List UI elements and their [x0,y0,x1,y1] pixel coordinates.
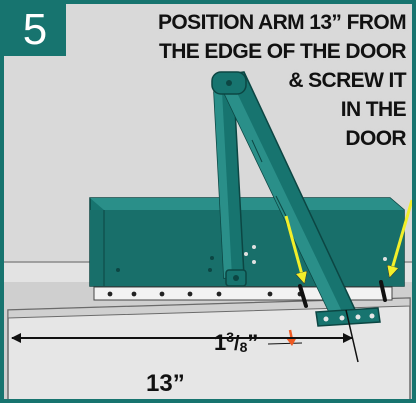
instruction-line-5: DOOR [345,127,406,150]
mounting-plate [93,286,393,301]
arm-distance-dimension [11,309,359,363]
instruction-line-1: POSITION ARM 13” FROM [158,11,407,34]
inset-denominator: 8 [239,339,248,355]
door-leaf [0,282,416,403]
step-number-badge: 5 [4,4,66,56]
instruction-text: POSITION ARM 13” FROM THE EDGE OF THE DO… [106,8,407,153]
screw-icon [298,280,387,308]
instruction-line-4: IN THE [340,98,407,121]
closer-main-arm [213,89,247,287]
arm-distance-label: 13” [146,370,185,397]
instruction-line-2: THE EDGE OF THE DOOR [158,40,407,63]
closer-forearm [211,71,360,323]
pointer-arrow-icon [284,199,414,282]
inset-dimension-label: 13/8” [214,329,259,356]
inset-slash: / [234,333,240,355]
inset-whole: 1 [214,330,227,355]
inset-unit: ” [247,330,259,355]
instruction-line-3: & SCREW IT [288,69,406,92]
door-closer-body [89,197,405,287]
inset-numerator: 3 [226,329,235,345]
